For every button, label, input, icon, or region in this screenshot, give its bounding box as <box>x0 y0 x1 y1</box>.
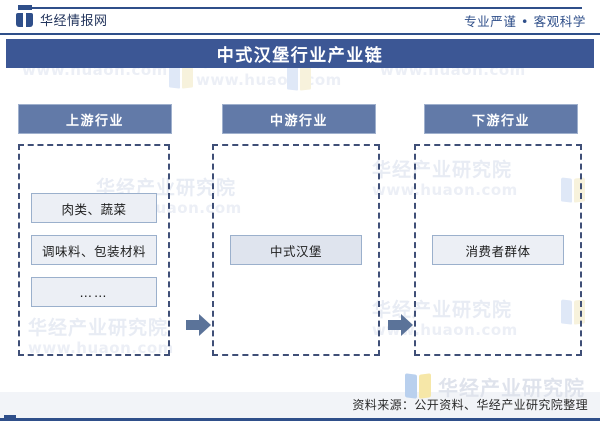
page-title: 中式汉堡行业产业链 <box>216 46 384 66</box>
source-note: 资料来源：公开资料、华经产业研究院整理 <box>352 398 588 412</box>
bottom-rule-cap <box>4 415 16 420</box>
node-midstream-1: 中式汉堡 <box>230 235 362 265</box>
node-upstream-2: 调味料、包装材料 <box>31 235 157 265</box>
column-head-label: 下游行业 <box>471 113 530 129</box>
node-downstream-1: 消费者群体 <box>432 235 564 265</box>
bottom-rule <box>0 418 600 421</box>
column-head-upstream: 上游行业 <box>18 104 172 134</box>
panel-downstream: 消费者群体 <box>414 144 582 356</box>
node-upstream-3: …… <box>31 277 157 307</box>
footer-band <box>0 392 600 418</box>
page-header: 华经情报网 专业严谨 • 客观科学 <box>0 9 600 31</box>
panel-midstream: 中式汉堡 <box>212 144 380 356</box>
arrow-right-icon <box>388 313 414 337</box>
header-tagline: 专业严谨 • 客观科学 <box>464 14 586 29</box>
column-head-label: 上游行业 <box>65 113 124 129</box>
brand-name: 华经情报网 <box>40 14 108 29</box>
open-book-icon <box>16 12 33 27</box>
arrow-right-icon <box>186 313 212 337</box>
header-rule <box>0 33 600 35</box>
column-head-midstream: 中游行业 <box>222 104 376 134</box>
column-head-downstream: 下游行业 <box>424 104 578 134</box>
top-rule-cap <box>18 5 32 10</box>
chart-title-bar: 中式汉堡行业产业链 <box>6 39 594 68</box>
brand: 华经情报网 <box>16 10 108 29</box>
value-chain-diagram: 上游行业 肉类、蔬菜 调味料、包装材料 …… 中游行业 <box>0 68 600 363</box>
column-head-label: 中游行业 <box>269 113 328 129</box>
panel-upstream: 肉类、蔬菜 调味料、包装材料 …… <box>18 144 170 356</box>
node-upstream-1: 肉类、蔬菜 <box>31 193 157 223</box>
top-rule <box>18 7 582 9</box>
